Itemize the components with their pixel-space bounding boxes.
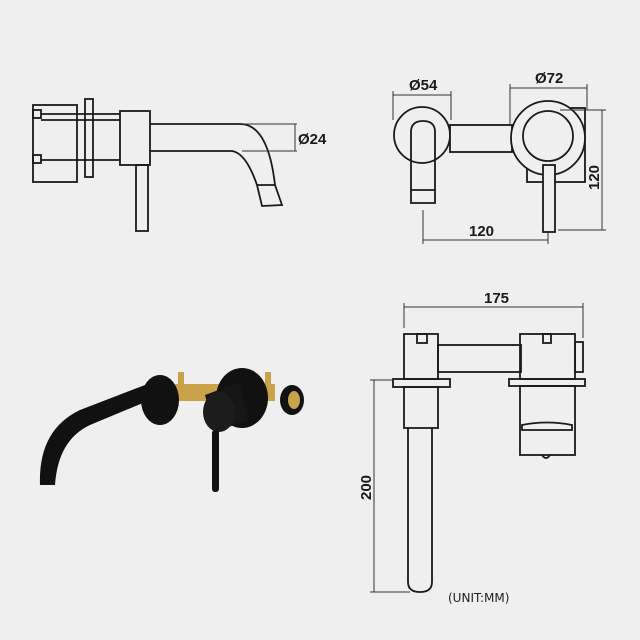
spout-diameter-label: Ø24 — [298, 131, 327, 148]
depth-label: 175 — [484, 290, 509, 307]
dimension-height: 120 — [558, 109, 606, 231]
dimension-handle-plate: Ø72 — [509, 70, 588, 125]
spout-plate-diameter-label: Ø54 — [409, 77, 438, 94]
dimension-spout-plate: Ø54 — [392, 77, 452, 120]
handle-plate-diameter-label: Ø72 — [535, 70, 563, 87]
center-distance-label: 120 — [469, 223, 494, 240]
side-view-drawing — [32, 98, 284, 232]
dimension-center-distance: 120 — [422, 210, 549, 244]
unit-note: (UNIT:MM) — [448, 591, 509, 605]
spout-length-label: 200 — [358, 475, 375, 500]
top-view-drawing — [392, 333, 586, 593]
front-view-drawing — [393, 100, 586, 233]
height-label: 120 — [586, 165, 603, 190]
dimension-spout-length: 200 — [358, 379, 410, 593]
dimension-spout-diameter: Ø24 — [242, 123, 327, 152]
dimension-depth: 175 — [403, 290, 584, 338]
faucet-product-photo — [39, 368, 304, 492]
